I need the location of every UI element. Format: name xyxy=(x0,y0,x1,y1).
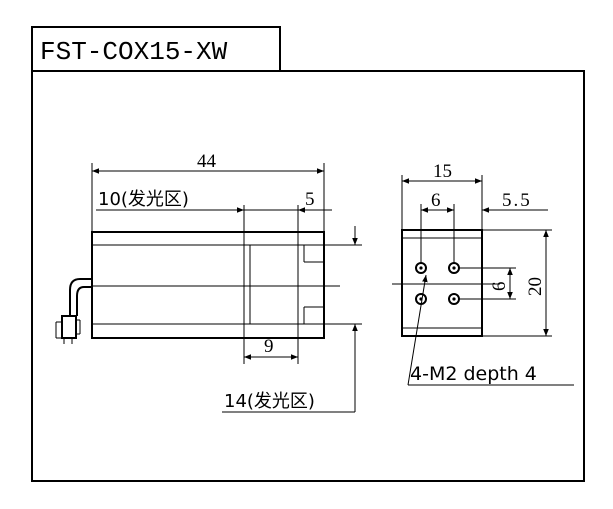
dim-width-label: 15 xyxy=(433,161,452,182)
dim-overall-length: 44 xyxy=(91,151,325,240)
mounting-hole-icon xyxy=(448,293,460,305)
dim-edge-offset: 5.5 xyxy=(482,190,548,213)
drawing-frame xyxy=(31,70,585,482)
dim-hole-spacing-y-label: 6 xyxy=(489,282,510,292)
dim-window-length-label: 9 xyxy=(264,336,274,357)
mounting-hole-icon xyxy=(448,262,460,274)
dim-emitting-width-label: 14(发光区) xyxy=(224,391,315,412)
dim-hole-spacing-x: 6 xyxy=(420,190,455,263)
hole-callout-label: 4-M2 depth 4 xyxy=(410,363,537,385)
dim-emitting-length-label: 10(发光区) xyxy=(98,189,189,210)
title-block: FST-COX15-XW xyxy=(31,26,281,72)
dim-edge-offset-label: 5.5 xyxy=(502,190,532,211)
model-title: FST-COX15-XW xyxy=(40,37,228,67)
dim-emitting-length: 10(发光区) xyxy=(96,189,299,245)
cable-lower xyxy=(76,286,92,316)
dim-end-length: 5 xyxy=(298,189,332,213)
dim-overall-length-label: 44 xyxy=(197,151,217,172)
dim-end-length-label: 5 xyxy=(305,189,315,210)
dim-window-length: 9 xyxy=(243,324,299,364)
dim-hole-spacing-y: 6 xyxy=(459,267,516,300)
hole-callout: 4-M2 depth 4 xyxy=(407,274,574,386)
dim-width: 15 xyxy=(401,161,483,230)
cable-upper xyxy=(69,278,92,316)
front-view: 15 6 5.5 6 20 xyxy=(392,161,574,386)
side-view: 44 10(发光区) 5 14(发光区) xyxy=(55,151,362,413)
mounting-hole-icon xyxy=(415,262,427,274)
dim-hole-spacing-x-label: 6 xyxy=(431,190,441,211)
face-outline xyxy=(401,229,483,337)
housing-outline xyxy=(91,231,325,339)
dim-emitting-width: 14(发光区) xyxy=(222,226,362,413)
connector-icon xyxy=(55,315,81,344)
dim-height-label: 20 xyxy=(525,277,546,296)
dim-height: 20 xyxy=(482,229,552,337)
